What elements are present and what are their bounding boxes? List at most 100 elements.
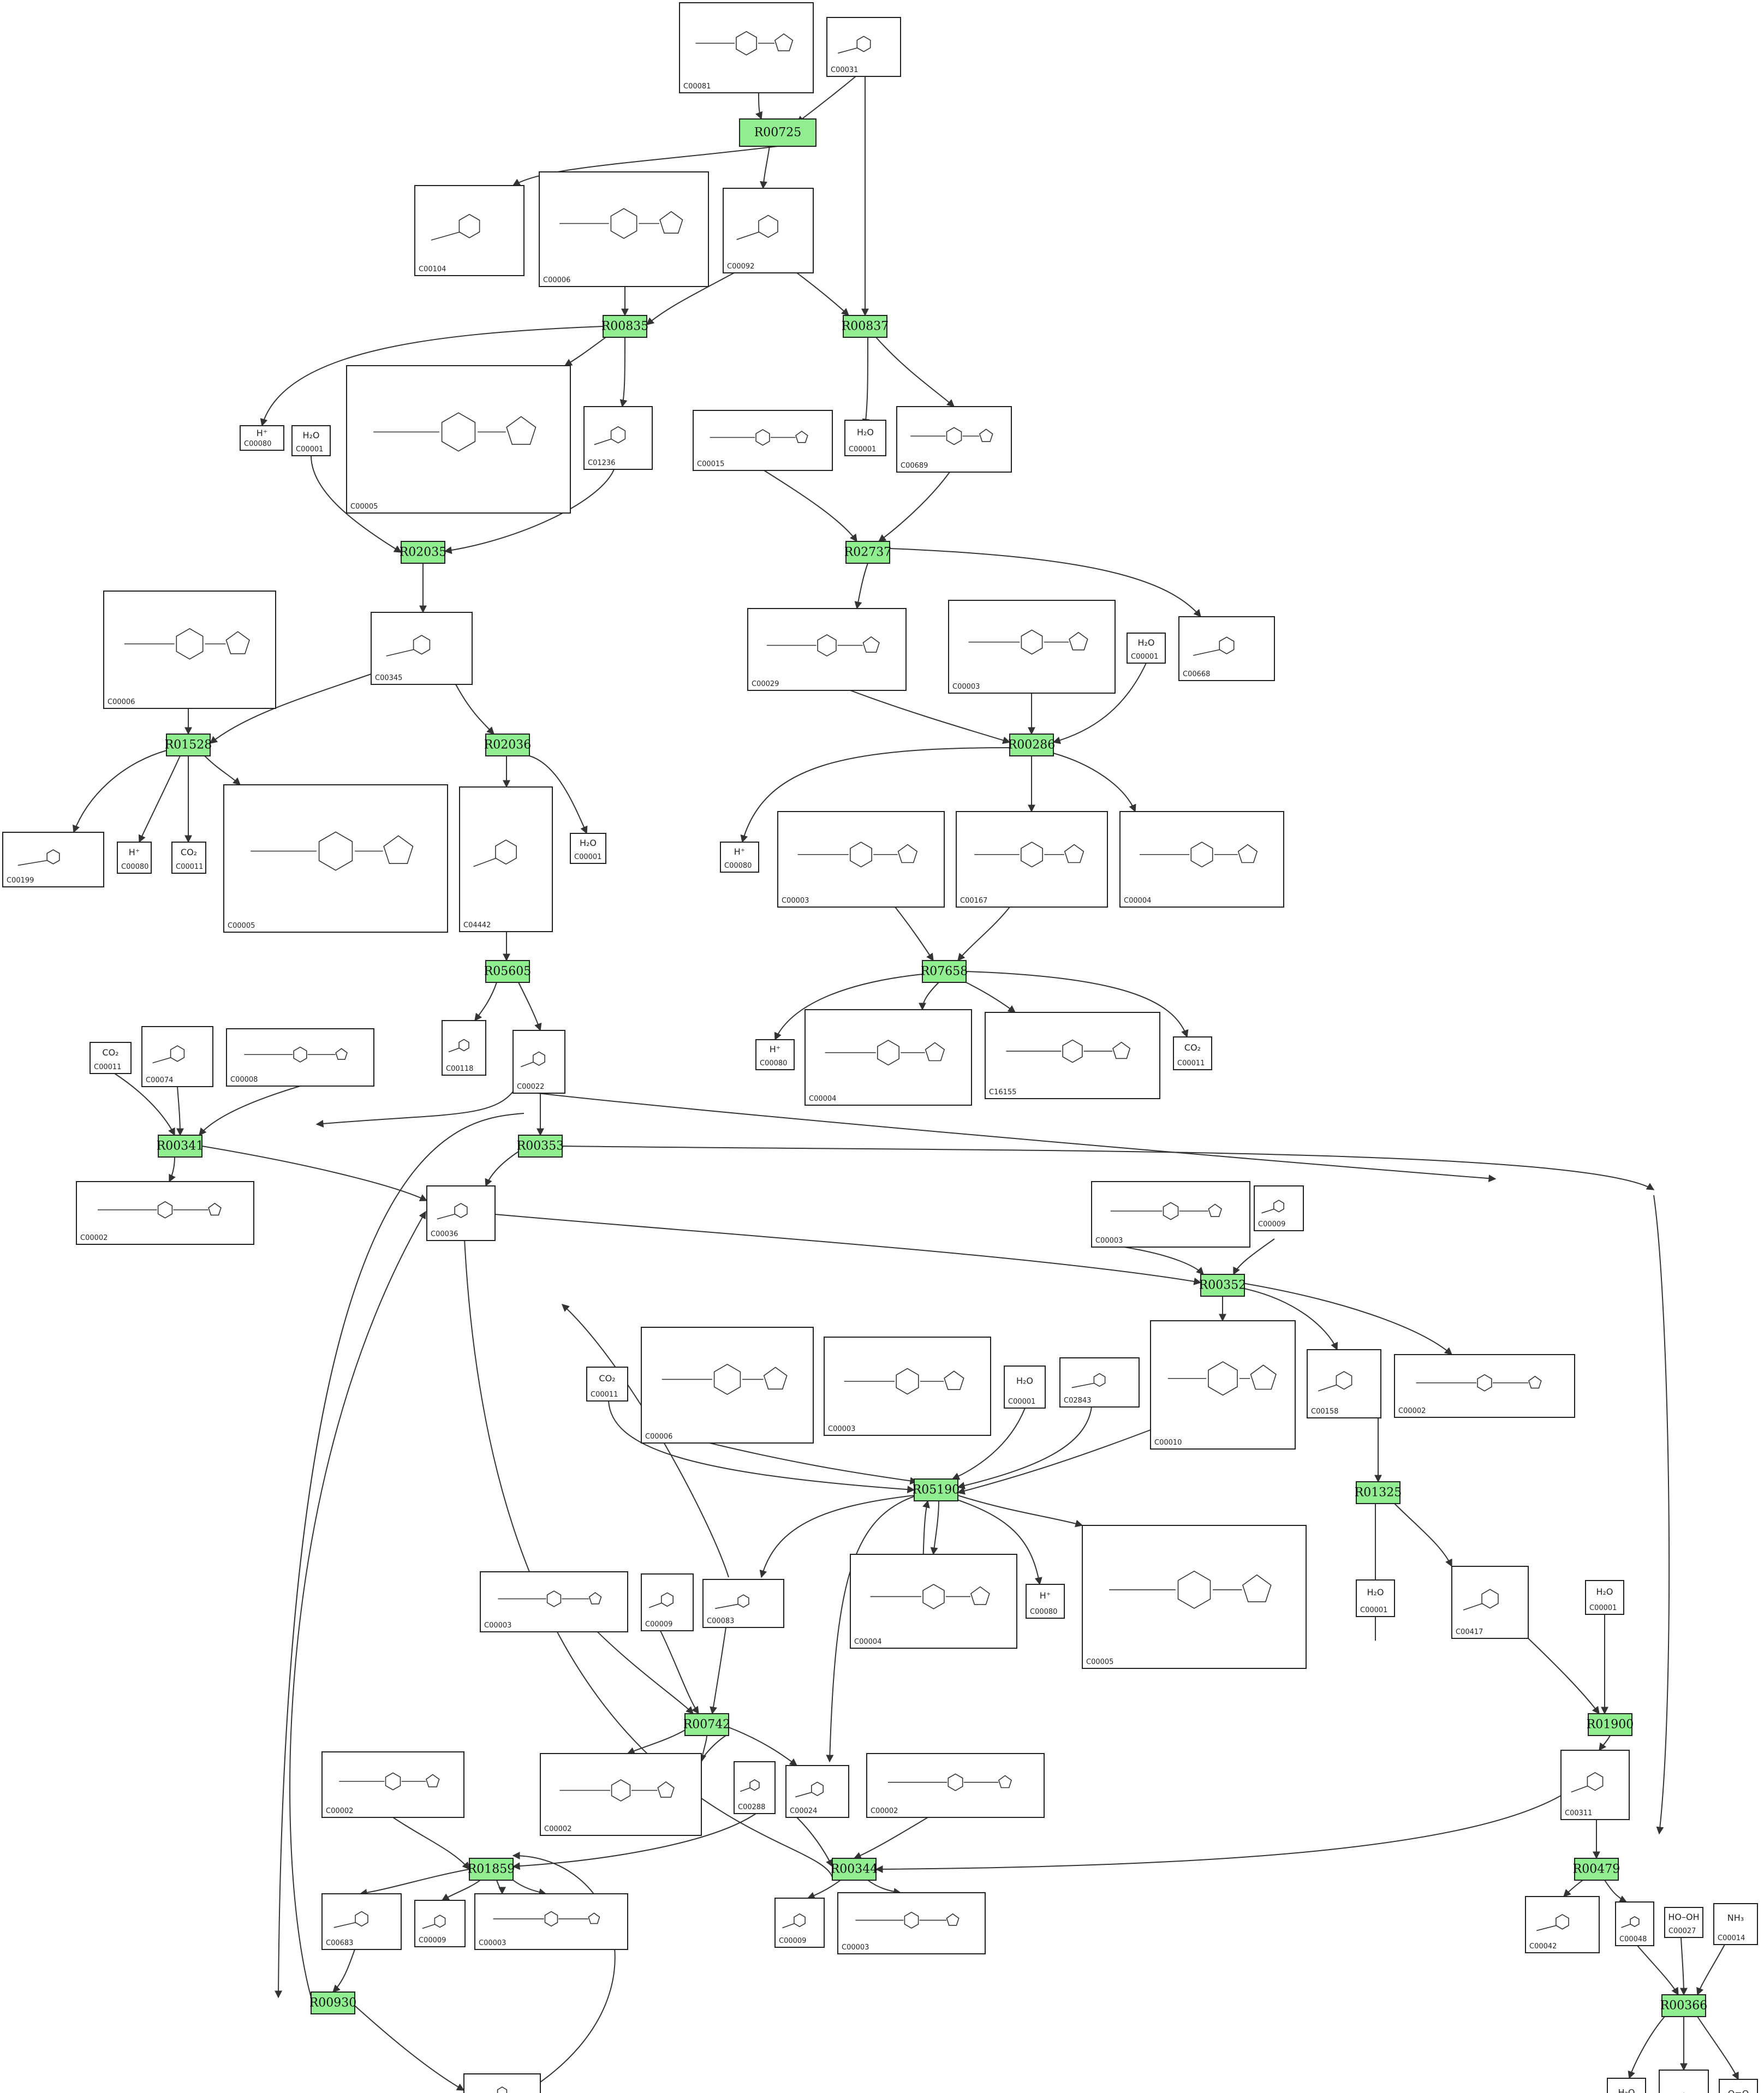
compound-box[interactable] [1713,1903,1758,1945]
compound-box[interactable] [512,1030,565,1094]
compound-node[interactable]: C00005 [1082,1525,1307,1669]
compound-node[interactable]: C00024 [785,1765,849,1818]
reaction-node[interactable]: R01325 [1355,1481,1402,1504]
compound-box[interactable] [103,591,276,709]
compound-box[interactable] [1664,1907,1703,1938]
reaction-node[interactable]: R05190 [913,1478,960,1501]
compound-node[interactable]: H⁺C00080 [755,1039,795,1070]
reaction-node[interactable]: R00341 [157,1135,204,1158]
reaction-node[interactable]: R00742 [683,1713,731,1736]
compound-node[interactable]: C00003 [777,811,945,908]
reaction-node[interactable]: R01859 [468,1858,515,1881]
compound-box[interactable] [785,1765,849,1818]
compound-node[interactable]: C00004 [1119,811,1284,908]
reaction-box[interactable] [1356,1481,1401,1504]
reaction-node[interactable]: R00366 [1660,1994,1708,2017]
compound-box[interactable] [1119,811,1284,908]
reaction-node[interactable]: R07658 [921,960,968,983]
compound-node[interactable]: C00158 [1307,1349,1381,1418]
reaction-box[interactable] [914,1478,958,1501]
compound-box[interactable] [1127,633,1166,664]
compound-box[interactable] [720,842,759,873]
compound-node[interactable]: C00031 [826,17,901,77]
reaction-box[interactable] [684,1713,729,1736]
compound-box[interactable] [1585,1580,1624,1615]
reaction-box[interactable] [1009,734,1054,756]
compound-box[interactable] [291,425,331,456]
compound-box[interactable] [985,1012,1160,1099]
compound-node[interactable]: C00006 [539,171,709,287]
compound-box[interactable] [1004,1365,1046,1409]
reaction-box[interactable] [158,1135,202,1158]
compound-box[interactable] [1560,1750,1630,1820]
compound-box[interactable] [948,600,1116,694]
compound-node[interactable]: C00081 [679,2,814,93]
compound-box[interactable] [844,420,886,456]
compound-box[interactable] [1356,1579,1395,1617]
compound-node[interactable]: C00009 [414,1900,466,1947]
compound-box[interactable] [747,608,907,691]
compound-box[interactable] [641,1573,694,1631]
compound-node[interactable]: C00003 [824,1337,991,1436]
compound-node[interactable]: C00002 [76,1181,254,1245]
compound-node[interactable]: C00009 [774,1898,825,1948]
reaction-node[interactable]: R00344 [831,1858,878,1881]
compound-node[interactable]: C01236 [583,406,653,470]
compound-node[interactable]: C04442 [459,786,553,932]
compound-box[interactable] [1082,1525,1307,1669]
compound-box[interactable] [1059,1357,1140,1408]
compound-node[interactable]: C00006 [641,1327,814,1444]
compound-box[interactable] [442,1020,486,1076]
compound-box[interactable] [414,185,525,276]
compound-node[interactable]: C00042 [1525,1896,1600,1953]
compound-node[interactable]: C00092 [723,188,814,273]
compound-box[interactable] [570,833,606,864]
compound-box[interactable] [774,1898,825,1948]
reaction-node[interactable]: R00930 [309,1991,357,2014]
reaction-box[interactable] [1661,1994,1706,2017]
compound-node[interactable]: C00003 [474,1893,628,1950]
compound-node[interactable]: C00015 [693,410,833,471]
reaction-node[interactable]: R00286 [1008,734,1056,756]
compound-box[interactable] [117,842,152,874]
reaction-box[interactable] [843,315,887,338]
compound-box[interactable] [1525,1896,1600,1953]
compound-box[interactable] [1394,1354,1575,1418]
compound-box[interactable] [540,1753,702,1836]
compound-node[interactable]: C00009 [1254,1185,1304,1231]
compound-node[interactable]: C02843 [1059,1357,1140,1408]
compound-box[interactable] [346,365,571,514]
compound-box[interactable] [755,1039,795,1070]
compound-node[interactable]: C00003 [948,600,1116,694]
reaction-box[interactable] [845,541,890,564]
reaction-node[interactable]: R00835 [601,315,649,338]
compound-box[interactable] [583,406,653,470]
compound-box[interactable] [240,425,284,451]
compound-box[interactable] [371,612,473,685]
compound-box[interactable] [702,1579,784,1628]
compound-node[interactable]: C00003 [837,1892,986,1954]
compound-node[interactable]: C00083 [702,1579,784,1628]
compound-box[interactable] [321,1751,464,1818]
reaction-box[interactable] [603,315,647,338]
compound-box[interactable] [90,1042,132,1074]
compound-box[interactable] [226,1028,374,1087]
compound-box[interactable] [474,1893,628,1950]
compound-node[interactable]: C00029 [747,608,907,691]
compound-node[interactable]: C00683 [321,1893,402,1950]
compound-node[interactable]: C00003 [1091,1181,1250,1248]
compound-box[interactable] [463,2073,541,2093]
reaction-box[interactable] [485,734,530,756]
compound-box[interactable] [837,1892,986,1954]
reaction-node[interactable]: R00725 [739,118,817,147]
